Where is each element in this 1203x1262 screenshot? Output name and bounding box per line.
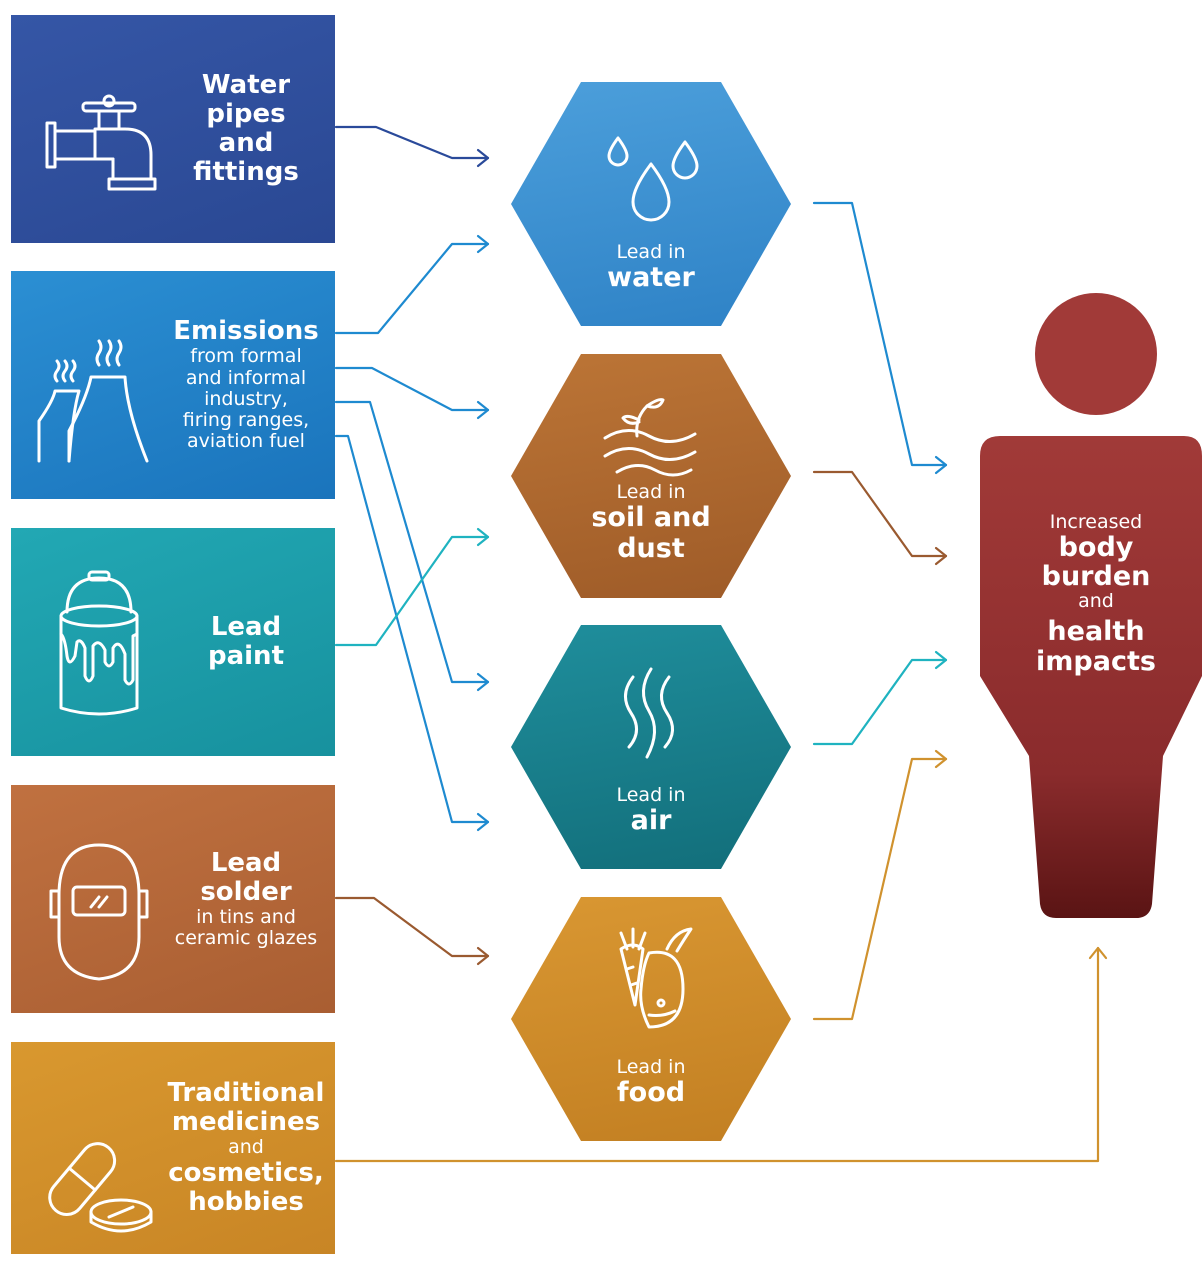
arrow-pipes-to-water xyxy=(334,125,490,168)
arrow-water-to-person xyxy=(812,201,948,475)
arrow-food-to-person xyxy=(812,749,948,1021)
pathway-label: Lead in food xyxy=(616,1056,686,1109)
source-lead-paint: Lead paint xyxy=(11,528,335,756)
pathway-label: Lead in water xyxy=(607,241,695,294)
pathway-label: Lead in soil and dust xyxy=(591,481,711,564)
arrow-solder-to-food xyxy=(334,896,490,966)
source-lead-solder: Lead solder in tins and ceramic glazes xyxy=(11,785,335,1013)
arrow-emissions-to-air-2 xyxy=(334,434,490,832)
source-label: Lead paint xyxy=(207,611,284,671)
arrow-emissions-to-air-1 xyxy=(334,400,490,692)
outcome-label: Increased body burden and health impacts xyxy=(1036,511,1156,677)
pathway-label: Lead in air xyxy=(616,784,686,837)
carrot-fish-icon xyxy=(619,927,693,1029)
pathway-soil-dust: Lead in soil and dust xyxy=(511,354,791,598)
pathway-food: Lead in food xyxy=(511,897,791,1141)
arrow-medicines-to-person xyxy=(334,946,1108,1163)
source-label: Water pipes and fittings xyxy=(193,69,299,188)
source-water-pipes: Water pipes and fittings xyxy=(11,15,335,243)
source-label: Traditional medicines and cosmetics, hob… xyxy=(167,1078,325,1217)
pathway-air: Lead in air xyxy=(511,625,791,869)
arrow-emissions-to-soil xyxy=(334,366,490,420)
person-head xyxy=(1035,293,1157,415)
source-label: Lead solder in tins and ceramic glazes xyxy=(174,847,318,950)
air-waves-icon xyxy=(624,667,674,759)
pathway-water: Lead in water xyxy=(511,82,791,326)
source-traditional-medicines: Traditional medicines and cosmetics, hob… xyxy=(11,1042,335,1254)
water-tap-icon xyxy=(45,94,157,191)
arrow-air-to-person xyxy=(812,650,948,746)
soil-plant-icon xyxy=(603,398,697,477)
arrow-paint-to-soil xyxy=(334,527,490,647)
water-drops-icon xyxy=(607,136,699,222)
paint-bucket-icon xyxy=(59,570,139,716)
factory-smokestack-icon xyxy=(37,339,149,463)
welding-mask-icon xyxy=(49,843,149,981)
source-label: Emissions from formal and informal indus… xyxy=(173,316,319,453)
person-body xyxy=(980,436,1202,918)
source-emissions: Emissions from formal and informal indus… xyxy=(11,271,335,499)
arrow-emissions-to-water xyxy=(334,234,490,335)
pill-capsule-icon xyxy=(48,1142,153,1233)
arrow-soil-to-person xyxy=(812,470,948,566)
